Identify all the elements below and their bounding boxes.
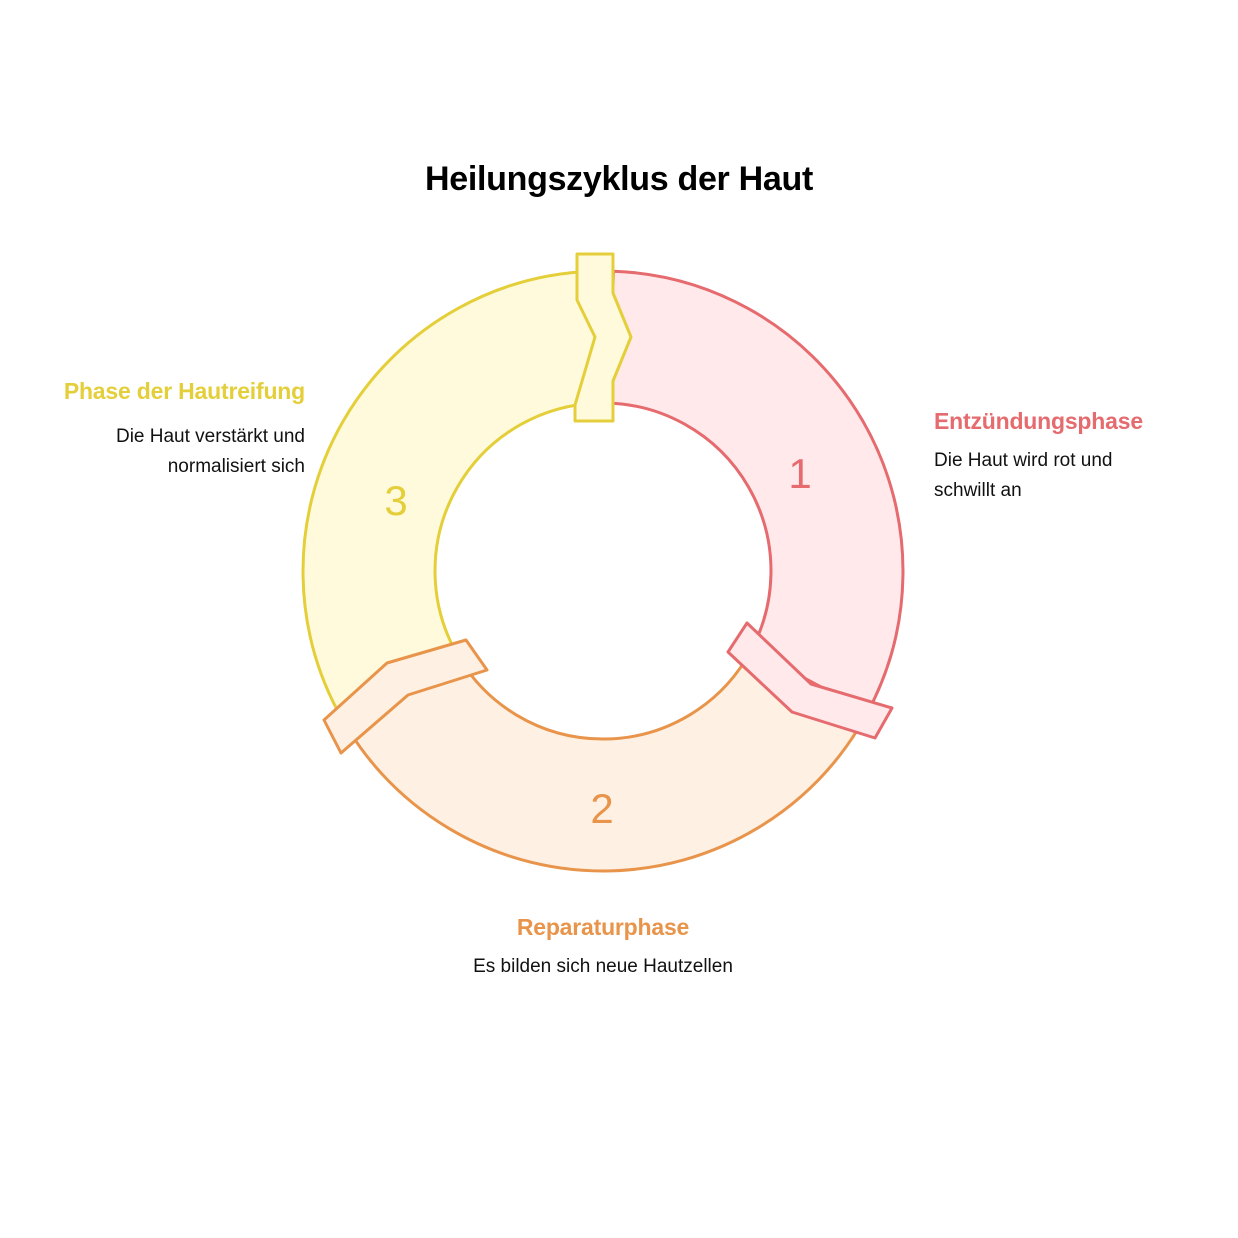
phase-2-arrow-connector xyxy=(322,638,489,755)
phase-2-segment xyxy=(347,658,859,873)
diagram-title: Heilungszyklus der Haut xyxy=(425,160,813,198)
phase-3-arrow-connector xyxy=(573,252,633,423)
phase-3-label: Phase der Hautreifung xyxy=(63,378,305,404)
phase-1-description: Die Haut wird rot und schwillt an xyxy=(934,450,1113,501)
phase-2-label: Reparaturphase xyxy=(516,914,690,940)
phase-3-segment xyxy=(301,269,599,714)
phase-1-segment xyxy=(607,269,905,714)
phase-2-description: Es bilden sich neue Hautzellen xyxy=(473,956,733,977)
phase-3-description: Die Haut verstärkt und normalisiert sich xyxy=(115,426,305,477)
phase-1-number: 1 xyxy=(788,450,811,497)
phase-1-label: Entzündungsphase xyxy=(934,408,1143,434)
phase-3-number: 3 xyxy=(384,477,407,524)
phase-1-arrow-connector xyxy=(726,621,894,740)
phase-2-number: 2 xyxy=(590,785,613,832)
